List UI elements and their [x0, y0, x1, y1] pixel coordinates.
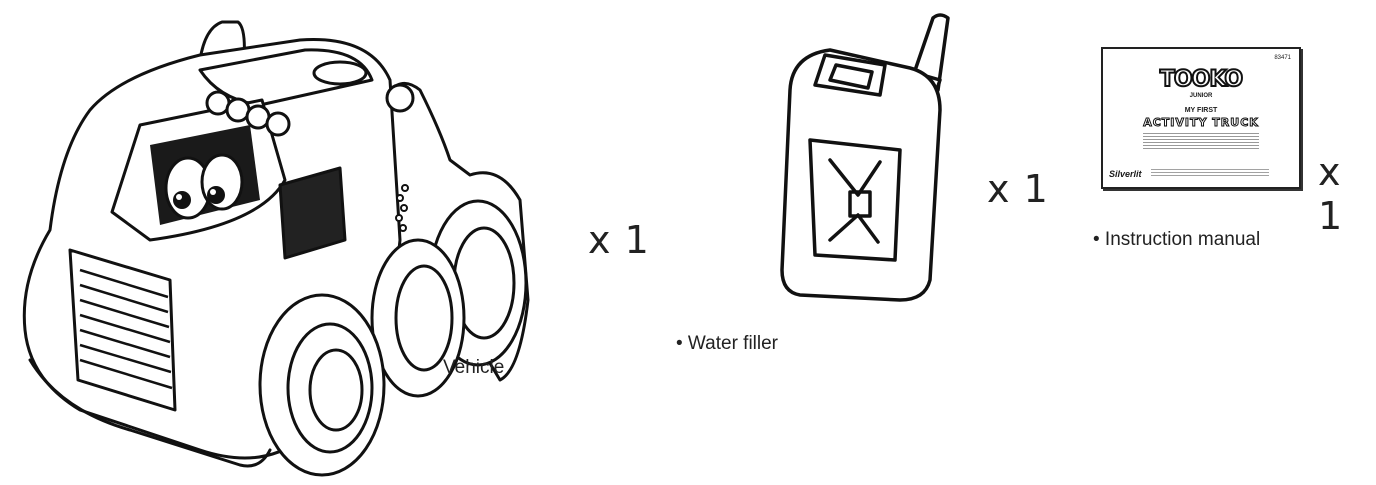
manual-fine-print [1143, 133, 1259, 149]
manual-ref: 83471 [1274, 55, 1291, 61]
water-filler-label: • Water filler [676, 333, 779, 354]
water-filler-quantity: x 1 [987, 167, 1049, 211]
manual-logo-sub: JUNIOR [1189, 93, 1213, 99]
vehicle-label: Vehicle [443, 357, 505, 378]
instruction-manual-card: 83471 TOOKO JUNIOR MY FIRST ACTIVITY TRU… [1101, 47, 1301, 189]
manual-title-line2: ACTIVITY TRUCK [1143, 116, 1259, 130]
vehicle-quantity: x 1 [588, 218, 650, 262]
manual-address [1151, 169, 1269, 177]
manual-title-line1: MY FIRST [1184, 107, 1218, 114]
truck-illustration [22, 20, 530, 477]
instruction-manual-quantity: x 1 [1318, 150, 1344, 238]
jerry-can-illustration [780, 13, 950, 302]
manual-logo: TOOKO [1159, 66, 1244, 93]
manual-brand: Silverlit [1109, 169, 1142, 179]
instruction-manual-label: • Instruction manual [1093, 229, 1261, 250]
